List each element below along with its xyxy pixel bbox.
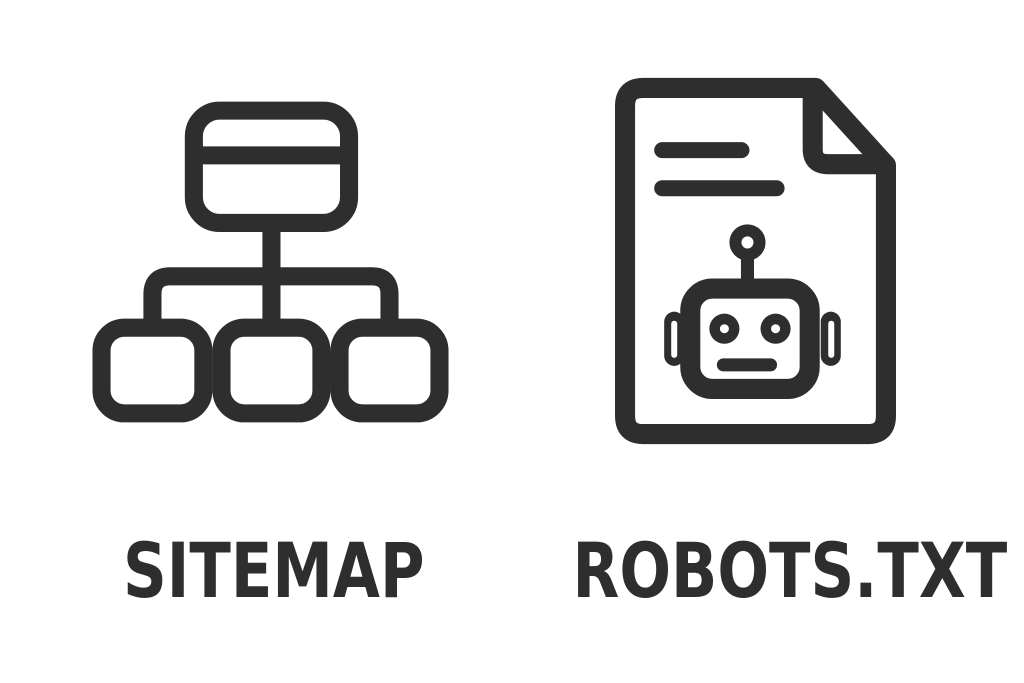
sitemap-child-boxes <box>92 318 449 423</box>
sitemap-label: SITEMAP <box>123 526 425 615</box>
robots-txt-label: ROBOTS.TXT <box>572 526 1008 615</box>
robot-head-icon <box>664 224 841 399</box>
document-outline <box>615 77 896 445</box>
document-text-lines <box>654 142 785 197</box>
sitemap-icon <box>92 101 449 423</box>
robots-txt-file-icon <box>615 77 896 445</box>
sitemap-connector-lines <box>143 222 399 328</box>
sitemap-parent-card <box>184 101 359 233</box>
